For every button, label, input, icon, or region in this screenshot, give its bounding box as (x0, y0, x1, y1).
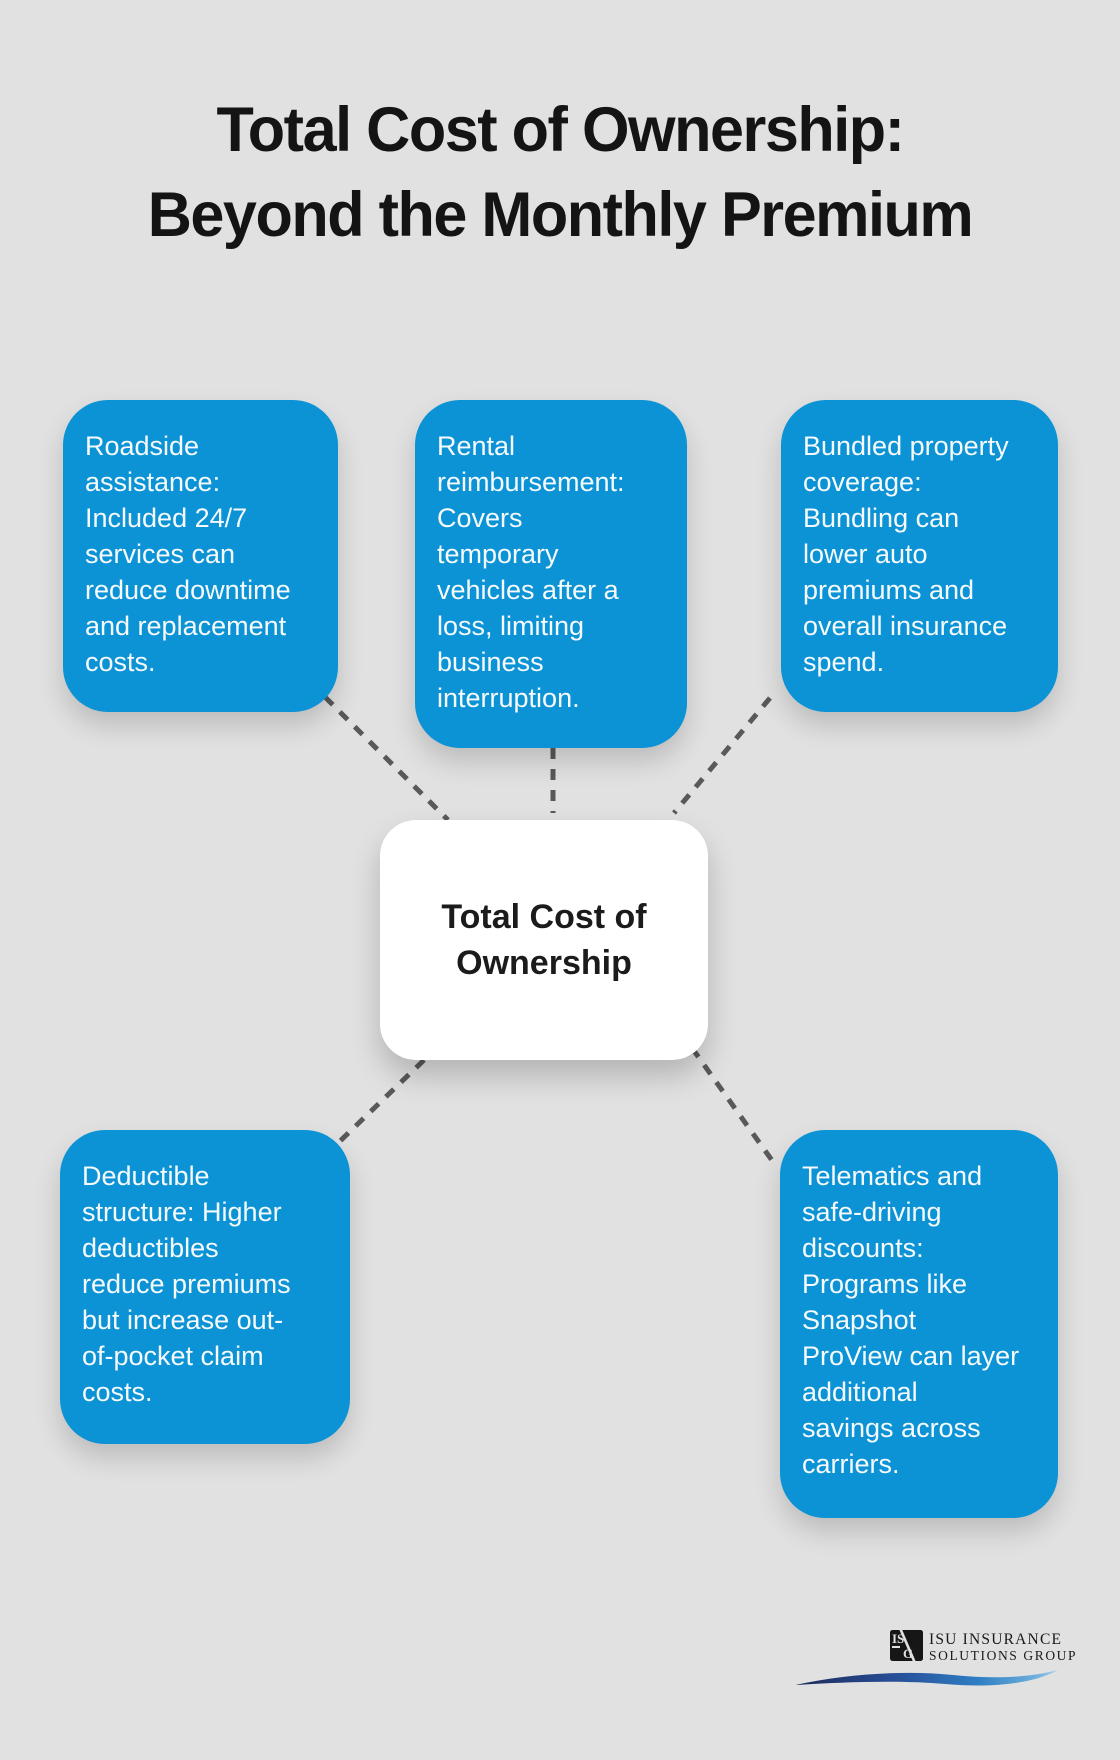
node-deductible-structure: Deductible structure: Higher deductibles… (60, 1130, 350, 1444)
logo-text-line2: SOLUTIONS GROUP (929, 1648, 1078, 1663)
svg-text:IS: IS (892, 1631, 904, 1646)
node-telematics-discounts: Telematics and safe-driving discounts: P… (780, 1130, 1058, 1518)
node-text: Roadside assistance: Included 24/7 servi… (85, 431, 291, 677)
center-node-total-cost: Total Cost of Ownership (380, 820, 708, 1060)
connector-center-to-deductible (335, 1058, 426, 1146)
node-roadside-assistance: Roadside assistance: Included 24/7 servi… (63, 400, 338, 712)
isg-logo-mark-icon: IS G (890, 1630, 923, 1661)
connector-bundled-to-center (672, 696, 772, 815)
brand-logo: IS G ISU INSURANCE SOLUTIONS GROUP (795, 1630, 1076, 1690)
node-text: Telematics and safe-driving discounts: P… (802, 1161, 1020, 1479)
node-text: Deductible structure: Higher deductibles… (82, 1161, 291, 1407)
node-text: Rental reimbursement: Covers temporary v… (437, 431, 625, 713)
node-text: Bundled property coverage: Bundling can … (803, 431, 1009, 677)
connector-center-to-telematics (689, 1046, 779, 1168)
svg-text:G: G (903, 1646, 913, 1661)
logo-swoosh-icon (795, 1670, 1058, 1686)
node-rental-reimbursement: Rental reimbursement: Covers temporary v… (415, 400, 687, 748)
page-title: Total Cost of Ownership: Beyond the Mont… (147, 95, 974, 250)
center-node-label: Total Cost of Ownership (441, 898, 647, 982)
node-bundled-property-coverage: Bundled property coverage: Bundling can … (781, 400, 1058, 712)
logo-text-line1: ISU INSURANCE (929, 1631, 1063, 1648)
